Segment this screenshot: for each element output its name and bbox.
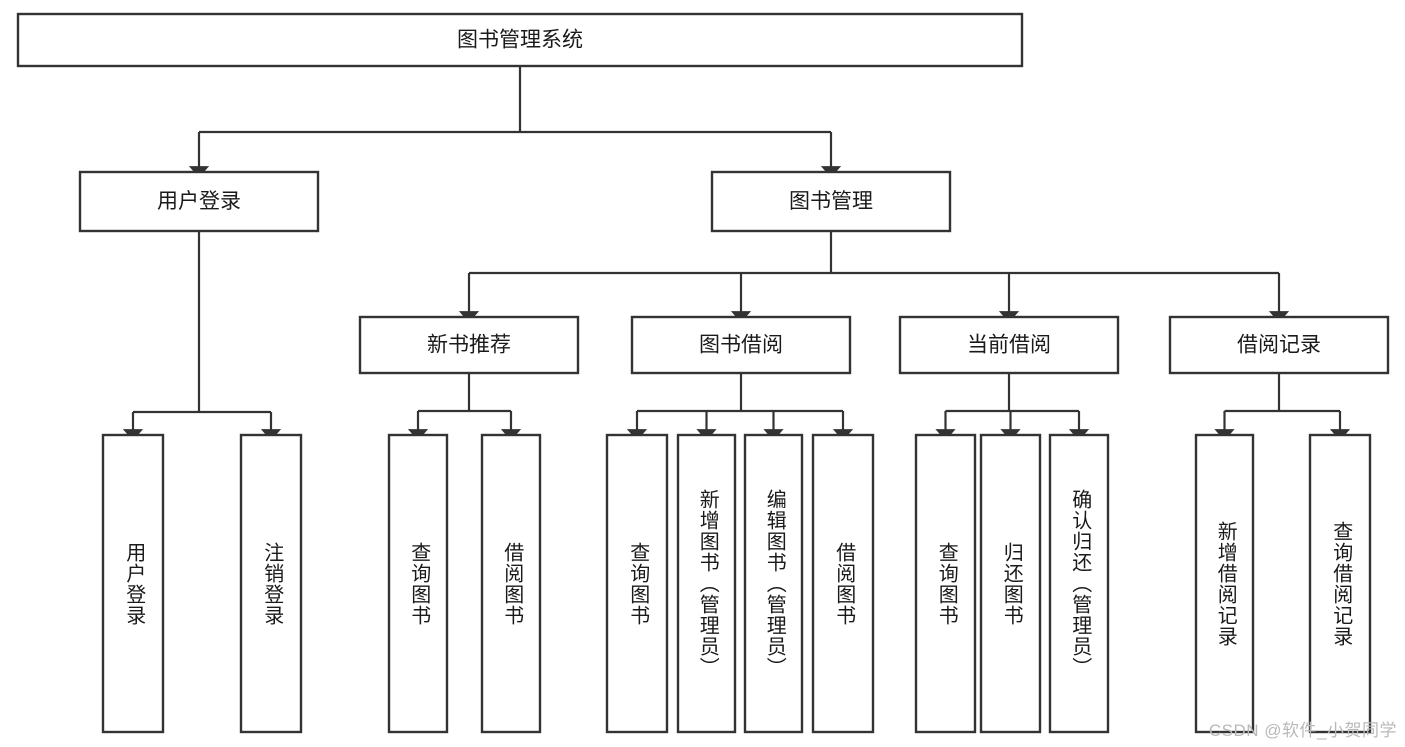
node-box[interactable] — [16, 12, 1024, 68]
node-label-wrap: 归还图书 — [1000, 541, 1023, 626]
node-leaf_7[interactable]: 借阅图书 — [811, 433, 875, 734]
node-label: 注销登录 — [260, 541, 283, 626]
node-leaf_12[interactable]: 查询借阅记录 — [1308, 433, 1372, 734]
node-l2_0[interactable]: 新书推荐 — [358, 315, 580, 375]
node-label: 确认归还（管理员） — [1068, 489, 1091, 678]
node-label-wrap: 确认归还（管理员） — [1068, 489, 1091, 678]
node-label: 借阅图书 — [832, 541, 855, 626]
node-layer: 图书管理系统用户登录图书管理新书推荐图书借阅当前借阅借阅记录用户登录注销登录查询… — [16, 12, 1390, 734]
node-leaf_8[interactable]: 查询图书 — [914, 433, 977, 734]
node-box[interactable] — [239, 433, 303, 734]
node-root[interactable]: 图书管理系统 — [16, 12, 1024, 68]
node-label: 图书借阅 — [699, 334, 783, 357]
node-box[interactable] — [1168, 315, 1390, 375]
node-label: 用户登录 — [122, 541, 145, 626]
node-leaf_3[interactable]: 借阅图书 — [480, 433, 542, 734]
node-label: 图书管理系统 — [457, 29, 583, 52]
node-box[interactable] — [78, 170, 320, 233]
node-leaf_1[interactable]: 注销登录 — [239, 433, 303, 734]
node-label-wrap: 查询图书 — [407, 541, 430, 626]
node-leaf_6[interactable]: 编辑图书（管理员） — [743, 433, 804, 734]
node-box[interactable] — [1048, 433, 1110, 734]
node-l1_0[interactable]: 用户登录 — [78, 170, 320, 233]
node-label: 查询图书 — [935, 541, 958, 626]
node-box[interactable] — [898, 315, 1120, 375]
node-box[interactable] — [811, 433, 875, 734]
node-label: 查询图书 — [407, 541, 430, 626]
node-box[interactable] — [1308, 433, 1372, 734]
node-label: 查询图书 — [626, 541, 649, 626]
node-box[interactable] — [387, 433, 449, 734]
node-label-wrap: 注销登录 — [260, 541, 283, 626]
node-l2_3[interactable]: 借阅记录 — [1168, 315, 1390, 375]
node-label-wrap: 查询借阅记录 — [1329, 520, 1352, 647]
node-box[interactable] — [358, 315, 580, 375]
node-label: 新书推荐 — [427, 334, 511, 357]
node-leaf_11[interactable]: 新增借阅记录 — [1194, 433, 1255, 734]
node-label: 用户登录 — [157, 190, 241, 213]
node-box[interactable] — [914, 433, 977, 734]
node-leaf_2[interactable]: 查询图书 — [387, 433, 449, 734]
node-label: 借阅记录 — [1237, 334, 1321, 357]
node-leaf_0[interactable]: 用户登录 — [101, 433, 165, 734]
node-label: 图书管理 — [789, 190, 873, 213]
node-label-wrap: 新增借阅记录 — [1214, 520, 1237, 647]
node-box[interactable] — [630, 315, 852, 375]
node-label: 归还图书 — [1000, 541, 1023, 626]
node-box[interactable] — [605, 433, 669, 734]
node-leaf_10[interactable]: 确认归还（管理员） — [1048, 433, 1110, 734]
node-l2_2[interactable]: 当前借阅 — [898, 315, 1120, 375]
node-box[interactable] — [979, 433, 1042, 734]
edge-layer — [122, 66, 1351, 441]
node-box[interactable] — [710, 170, 952, 233]
node-label-wrap: 用户登录 — [122, 541, 145, 626]
node-label-wrap: 借阅图书 — [832, 541, 855, 626]
node-label-wrap: 查询图书 — [935, 541, 958, 626]
node-l1_1[interactable]: 图书管理 — [710, 170, 952, 233]
node-label-wrap: 新增图书（管理员） — [696, 489, 719, 678]
node-label: 借阅图书 — [500, 541, 523, 626]
node-leaf_5[interactable]: 新增图书（管理员） — [676, 433, 737, 734]
node-box[interactable] — [1194, 433, 1255, 734]
node-box[interactable] — [743, 433, 804, 734]
node-label: 编辑图书（管理员） — [763, 489, 786, 678]
node-box[interactable] — [480, 433, 542, 734]
node-label: 新增图书（管理员） — [696, 489, 719, 678]
node-label-wrap: 编辑图书（管理员） — [763, 489, 786, 678]
node-leaf_4[interactable]: 查询图书 — [605, 433, 669, 734]
node-label: 新增借阅记录 — [1214, 520, 1237, 647]
node-label: 查询借阅记录 — [1329, 520, 1352, 647]
node-label-wrap: 借阅图书 — [500, 541, 523, 626]
node-label: 当前借阅 — [967, 334, 1051, 357]
node-label-wrap: 查询图书 — [626, 541, 649, 626]
node-box[interactable] — [676, 433, 737, 734]
node-leaf_9[interactable]: 归还图书 — [979, 433, 1042, 734]
node-l2_1[interactable]: 图书借阅 — [630, 315, 852, 375]
node-box[interactable] — [101, 433, 165, 734]
